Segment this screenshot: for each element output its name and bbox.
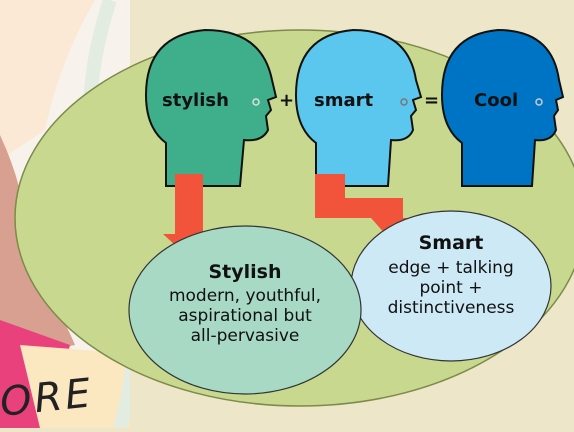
cool-eye-dot [535, 98, 543, 106]
decorative-cream-shape [20, 345, 150, 428]
smart-bubble-text: edge + talking point + distinctiveness [371, 258, 531, 318]
plus-sign: + [279, 90, 295, 111]
stylish-bubble-line-1: modern, youthful, [168, 286, 322, 306]
smart-bubble-line-1: edge + talking [388, 258, 514, 278]
smart-bubble-line-3: distinctiveness [387, 298, 515, 318]
stylish-head-shape [144, 28, 278, 187]
smart-bubble-line-2: point + [419, 278, 483, 298]
background-scribble-text: ORE [0, 370, 96, 426]
stylish-bubble-text: modern, youthful, aspirational but all-p… [150, 286, 340, 346]
decorative-peach-swirl [0, 0, 95, 160]
smart-eye-dot [400, 98, 408, 106]
stylish-bubble-line-2: aspirational but [178, 306, 312, 326]
stylish-bubble-title: Stylish [208, 261, 282, 283]
smart-bubble-title: Smart [418, 232, 484, 254]
stylish-head-label: stylish [162, 90, 229, 111]
smart-head-shape [294, 28, 423, 187]
equals-sign: = [424, 90, 440, 111]
cool-head-shape [440, 28, 565, 187]
stylish-bubble-line-3: all-pervasive [190, 326, 300, 346]
stylish-eye-dot [252, 98, 260, 106]
smart-head-label: smart [314, 90, 374, 111]
stylish-bubble-shape [128, 225, 362, 395]
cool-head-label: Cool [474, 90, 519, 111]
